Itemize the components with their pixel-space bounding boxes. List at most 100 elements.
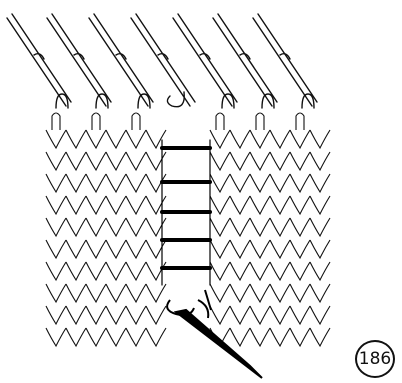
stitch-loop (290, 152, 310, 170)
stitch-column-top (256, 113, 264, 130)
stitch-loop (250, 306, 270, 324)
stitch-loop (146, 152, 166, 170)
stitch-loop (46, 152, 66, 170)
stitch-loop (126, 262, 146, 280)
stitch-loop (310, 196, 330, 214)
stitch-loop (46, 306, 66, 324)
stitch-loop (310, 240, 330, 258)
stitch-loop (66, 262, 86, 280)
stitch-loop (230, 240, 250, 258)
stitch-loop (230, 152, 250, 170)
stitch-loop (210, 284, 230, 302)
stitch-loop (146, 130, 166, 148)
stitch-loop (250, 152, 270, 170)
stitch-loop (46, 328, 66, 346)
stitch-loop (290, 328, 310, 346)
stitch-loop (250, 130, 270, 148)
stitch-loop (210, 130, 230, 148)
stitch-loop (270, 284, 290, 302)
stitch-loop (210, 174, 230, 192)
needle-latch (116, 54, 126, 59)
stitch-loop (230, 328, 250, 346)
stitch-loop (126, 328, 146, 346)
stitch-loop (210, 240, 230, 258)
needle-shaft-edge (12, 14, 71, 102)
needle-latch (34, 54, 44, 59)
stitch-loop (66, 174, 86, 192)
stitch-loop (290, 284, 310, 302)
stitch-loop (250, 240, 270, 258)
needle-latch (158, 54, 168, 59)
stitch-loop (106, 130, 126, 148)
stitch-loop (86, 284, 106, 302)
needle-shaft (213, 18, 272, 106)
figure-number-badge: 186 (355, 340, 395, 378)
stitch-loop (250, 284, 270, 302)
stitch-loop (86, 262, 106, 280)
stitch-loop (210, 306, 230, 324)
stitch-loop (250, 196, 270, 214)
stitch-loop (146, 306, 166, 324)
stitch-loop (270, 306, 290, 324)
stitch-loop (146, 262, 166, 280)
stitch-loop (290, 240, 310, 258)
stitch-loop (270, 130, 290, 148)
stitch-loop (230, 174, 250, 192)
stitch-loop (250, 262, 270, 280)
stitch-loop (86, 196, 106, 214)
stitch-loop (230, 262, 250, 280)
latch-hook-icon (167, 290, 262, 378)
needle (47, 14, 111, 108)
stitch-loop (210, 152, 230, 170)
stitch-loop (250, 218, 270, 236)
stitch-loop (250, 174, 270, 192)
stitch-loop (310, 306, 330, 324)
stitch-loop (86, 240, 106, 258)
stitch-loop (270, 328, 290, 346)
needle-shaft-edge (218, 14, 277, 102)
stitch-loop (86, 328, 106, 346)
stitch-loop (290, 218, 310, 236)
figure-number: 186 (359, 349, 391, 369)
stitch-loop (46, 174, 66, 192)
stitch-loop (86, 306, 106, 324)
stitch-loop (106, 262, 126, 280)
stitch-loop (46, 196, 66, 214)
stitch-loop (106, 196, 126, 214)
stitch-loop (126, 218, 146, 236)
stitch-loop (146, 284, 166, 302)
stitch-loop (106, 284, 126, 302)
hook-shaft (176, 310, 262, 378)
stitch-loop (146, 240, 166, 258)
stitch-loop (210, 196, 230, 214)
knitting-needles (7, 14, 317, 108)
stitch-loop (126, 284, 146, 302)
needle-latch (280, 54, 290, 59)
needle-shaft-edge (258, 14, 317, 102)
stitch-loop (126, 174, 146, 192)
stitch-loop (46, 130, 66, 148)
stitch-loop (310, 174, 330, 192)
hook-latch (198, 300, 208, 318)
stitch-loop (270, 152, 290, 170)
stitch-column-top (216, 113, 224, 130)
stitch-loop (230, 218, 250, 236)
stitch-loop (46, 218, 66, 236)
stitch-loop (290, 130, 310, 148)
stitch-loop (230, 284, 250, 302)
stitch-loop (270, 174, 290, 192)
stitch-loop (290, 196, 310, 214)
stitch-loop (86, 130, 106, 148)
stitch-loop (66, 240, 86, 258)
fabric-left-panel (46, 113, 166, 346)
stitch-loop (106, 306, 126, 324)
needle-latch (74, 54, 84, 59)
stitch-loop (146, 328, 166, 346)
needle-latch (200, 54, 210, 59)
stitch-loop (290, 174, 310, 192)
stitch-loop (270, 218, 290, 236)
stitch-loop (66, 306, 86, 324)
stitch-loop (290, 262, 310, 280)
stitch-loop (66, 152, 86, 170)
stitch-loop (46, 262, 66, 280)
